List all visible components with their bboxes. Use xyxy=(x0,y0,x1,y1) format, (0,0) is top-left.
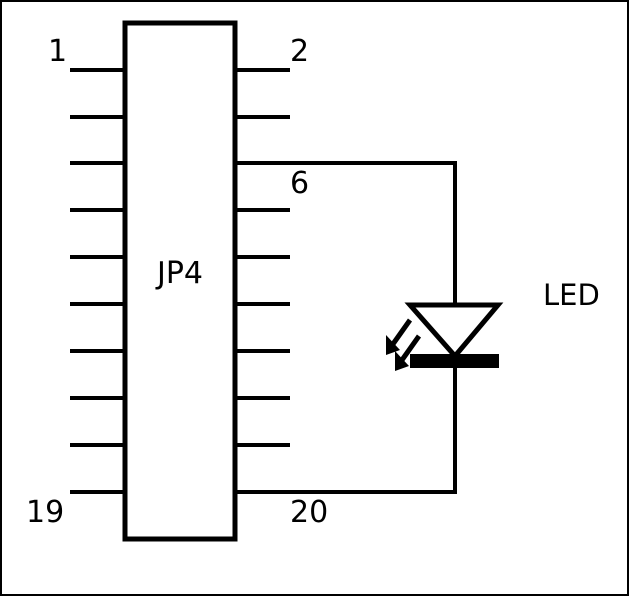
connector-body xyxy=(122,20,238,542)
led-label: LED xyxy=(543,278,600,312)
led-arrow-upper-head xyxy=(386,335,400,355)
wire-pin-6-to-led-anode xyxy=(235,161,457,305)
led-symbol xyxy=(386,302,504,371)
led-arrow-lower-shaft xyxy=(399,334,422,362)
led-arrow-upper-shaft xyxy=(390,318,413,346)
led-wiring xyxy=(235,161,457,494)
led-light-arrows xyxy=(386,318,422,371)
led-arrow-lower-head xyxy=(395,351,409,371)
led-cathode-bar xyxy=(410,354,499,368)
connector-name-label: JP4 xyxy=(155,256,203,291)
pin-label-20: 20 xyxy=(290,495,328,530)
pin-label-6: 6 xyxy=(290,166,309,201)
pin-label-19: 19 xyxy=(26,495,64,530)
left-pins xyxy=(70,68,125,494)
led-diode-triangle xyxy=(404,302,504,360)
right-pins xyxy=(235,68,290,447)
wire-led-cathode-to-pin-20 xyxy=(235,361,457,494)
pin-label-1: 1 xyxy=(48,34,67,69)
pin-label-2: 2 xyxy=(290,34,309,69)
